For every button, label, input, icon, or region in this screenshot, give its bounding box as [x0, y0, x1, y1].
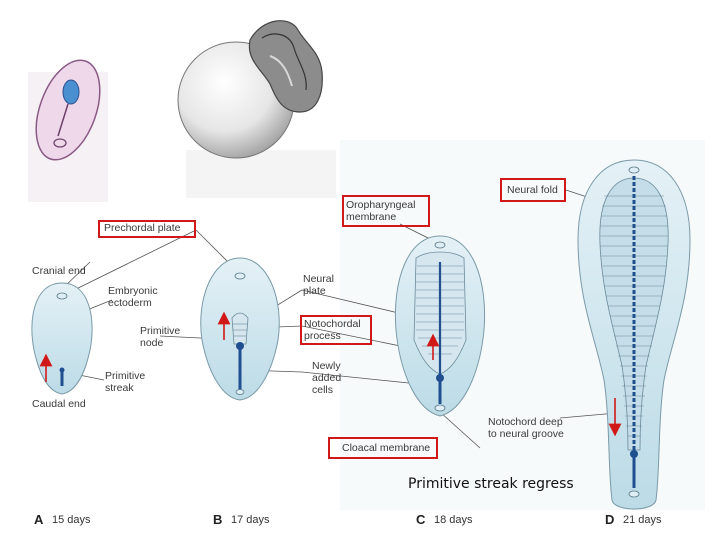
highlight-cloacal-membrane — [328, 437, 438, 459]
highlight-oropharyngeal-membrane — [342, 195, 430, 227]
label-caudal-end: Caudal end — [32, 398, 86, 410]
stage-d-letter: D — [605, 512, 615, 527]
caption-text: Primitive streak regress — [408, 476, 574, 492]
yolk-sac-3d — [177, 20, 336, 198]
label-notochordal-process: Notochordal process — [304, 318, 361, 342]
embryo-b — [200, 257, 280, 401]
stage-b-days: 17 days — [231, 514, 270, 526]
embryo-c — [394, 235, 486, 417]
stage-a-letter: A — [34, 512, 44, 527]
label-notochord-deep: Notochord deep to neural groove — [488, 416, 564, 440]
embryo-d — [577, 159, 691, 510]
label-prechordal-plate: Prechordal plate — [104, 222, 181, 234]
stage-b-letter: B — [213, 512, 223, 527]
highlight-neural-fold — [500, 178, 566, 202]
stage-d-days: 21 days — [623, 514, 662, 526]
label-neural-fold: Neural fold — [507, 184, 558, 196]
stage-a-days: 15 days — [52, 514, 91, 526]
label-neural-plate: Neural plate — [303, 273, 334, 297]
label-cloacal-membrane: Cloacal membrane — [342, 442, 431, 454]
label-embryonic-ectoderm: Embryonic ectoderm — [108, 285, 158, 309]
label-oropharyngeal-membrane: Oropharyngeal membrane — [346, 199, 416, 223]
highlight-notochordal-process — [300, 315, 372, 345]
embryo-a — [31, 282, 93, 395]
label-newly-added-cells: Newly added cells — [312, 360, 342, 396]
label-primitive-streak: Primitive streak — [105, 370, 146, 394]
pink-embryo-sketch — [28, 59, 108, 202]
highlight-prechordal-plate — [98, 220, 196, 238]
stage-c-days: 18 days — [434, 514, 473, 526]
label-cranial-end: Cranial end — [32, 265, 86, 277]
stage-c-letter: C — [416, 512, 426, 527]
label-primitive-node: Primitive node — [140, 325, 181, 349]
